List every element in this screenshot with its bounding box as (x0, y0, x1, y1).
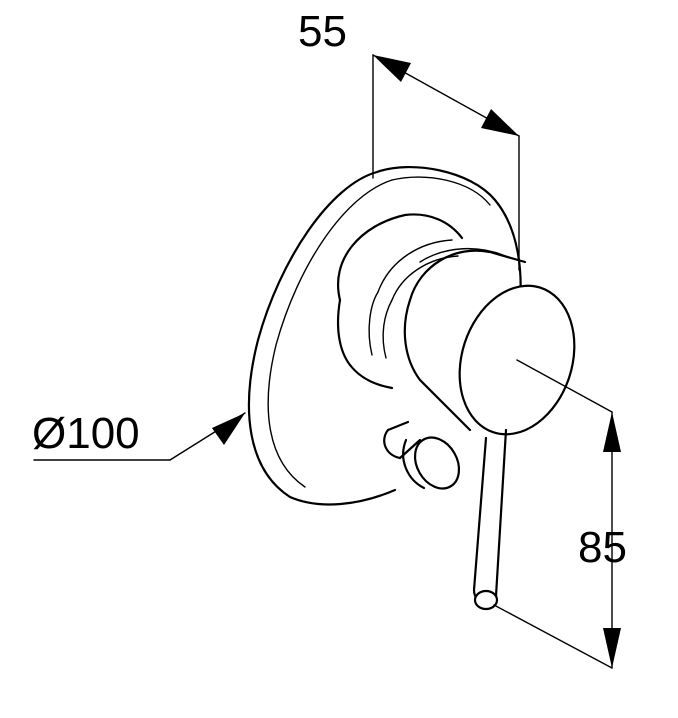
handle-body (403, 248, 576, 436)
height-label: 85 (578, 523, 627, 572)
arrow-head (481, 109, 519, 136)
valve-hub (336, 213, 464, 390)
wall-plate (247, 165, 522, 506)
diameter-label: Ø100 (32, 409, 140, 458)
arrow-head (603, 412, 621, 452)
lever (472, 428, 508, 611)
dimension-depth: 55 (298, 7, 520, 271)
diverter-knob (383, 420, 461, 490)
arrow-head (212, 413, 245, 445)
depth-label: 55 (298, 7, 347, 56)
dimension-diameter: Ø100 (32, 409, 246, 461)
arrow-head (373, 55, 411, 82)
arrow-head (603, 628, 621, 668)
dimension-height: 85 (493, 359, 627, 669)
